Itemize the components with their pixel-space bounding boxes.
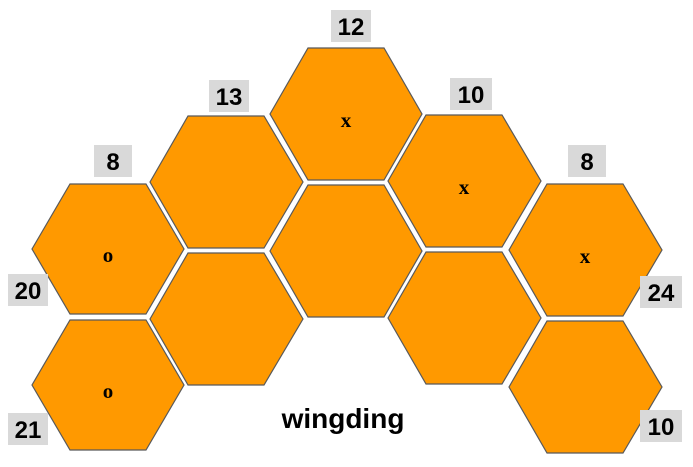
hex-left-top[interactable]: o <box>31 183 185 315</box>
hex-inner-right-top[interactable]: x <box>387 114 542 248</box>
label-text: 10 <box>458 82 485 109</box>
label-text: 12 <box>338 14 365 41</box>
hex-mark: o <box>103 243 114 267</box>
label-inner-left-top-above: 13 <box>209 80 249 112</box>
label-text: 8 <box>580 149 593 176</box>
hex-inner-left-bottom[interactable] <box>149 252 304 386</box>
label-text: 24 <box>648 280 675 307</box>
hex-right-bottom[interactable] <box>508 320 663 454</box>
label-left-bottom-side: 21 <box>8 413 48 445</box>
label-left-top-above: 8 <box>94 145 132 177</box>
hex-inner-left-top[interactable] <box>149 115 304 249</box>
board-caption: wingding <box>281 403 405 434</box>
hex-mark: x <box>459 175 470 199</box>
label-text: 8 <box>106 149 119 176</box>
label-right-top-side: 24 <box>640 276 682 308</box>
label-left-top-side: 20 <box>8 274 48 306</box>
hex-mark: o <box>103 379 114 403</box>
label-text: 20 <box>15 278 42 305</box>
label-text: 13 <box>216 84 243 111</box>
label-text: 10 <box>648 414 675 441</box>
hex-mark: x <box>580 244 591 268</box>
hex-center-top[interactable]: x <box>269 47 423 181</box>
hex-inner-right-bottom[interactable] <box>387 251 542 385</box>
label-right-bottom-side: 10 <box>640 410 682 442</box>
label-center-top-above: 12 <box>331 10 371 42</box>
label-text: 21 <box>15 417 42 444</box>
hex-right-top[interactable]: x <box>508 183 663 317</box>
hex-center-bottom[interactable] <box>269 184 423 318</box>
hex-left-bottom[interactable]: o <box>31 319 185 451</box>
hex-mark: x <box>341 108 352 132</box>
label-inner-right-top-above: 10 <box>450 78 492 110</box>
label-right-top-above: 8 <box>568 145 606 177</box>
